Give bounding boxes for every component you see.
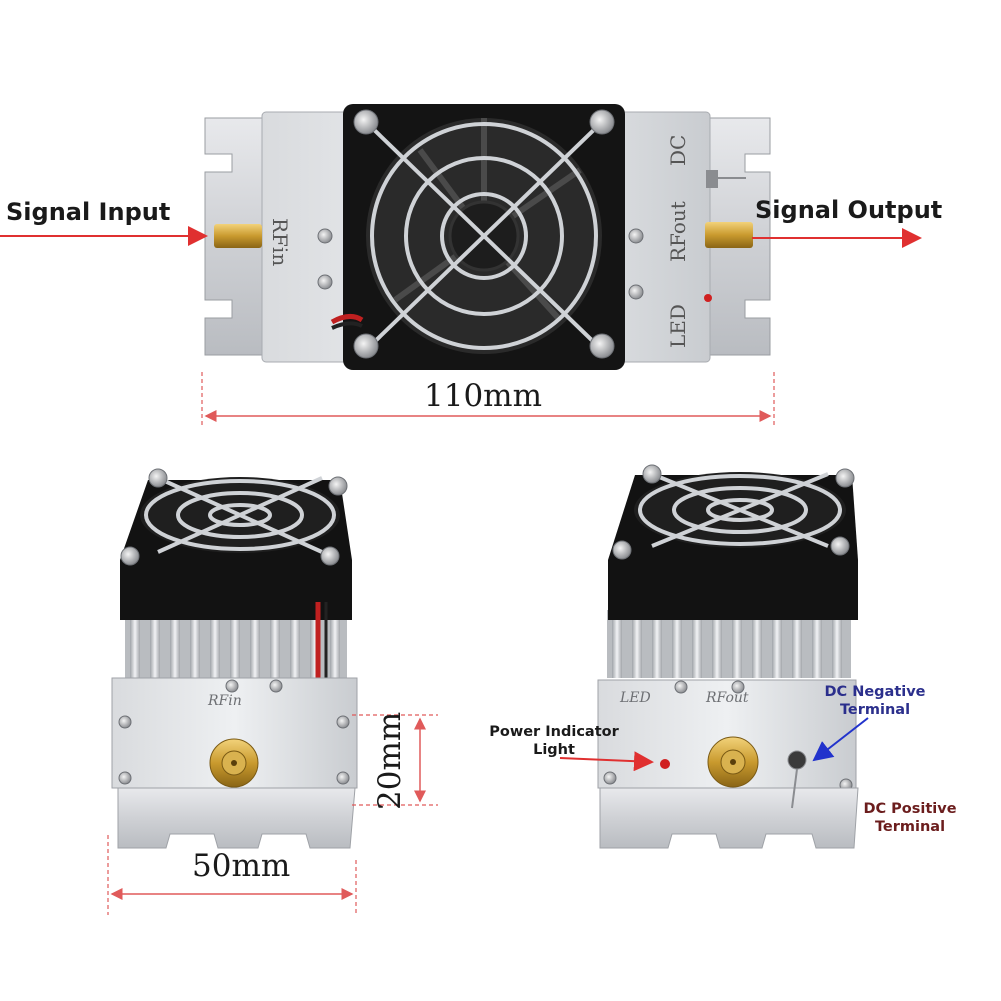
dc-negative-label-line1: DC Negative <box>824 684 926 700</box>
dc-engraving: DC <box>666 134 690 166</box>
front-rfin-engraving: RFin <box>208 693 242 709</box>
height-dimension-label: 20mm <box>372 711 408 810</box>
dc-positive-label: DC Positive Terminal <box>848 800 972 836</box>
length-dimension-label: 110mm <box>424 378 542 414</box>
width-dimension-label: 50mm <box>192 848 291 884</box>
power-indicator-label-line2: Light <box>533 742 575 758</box>
rfin-engraving: RFin <box>268 218 292 267</box>
dc-negative-label: DC Negative Terminal <box>810 683 940 719</box>
back-led-engraving: LED <box>620 690 651 706</box>
top-view-module <box>204 104 771 370</box>
sma-output-connector <box>705 222 753 248</box>
front-view-module <box>111 468 358 849</box>
signal-input-label: Signal Input <box>6 198 171 226</box>
dc-positive-label-line1: DC Positive <box>863 801 957 817</box>
dc-negative-label-line2: Terminal <box>839 702 911 718</box>
power-indicator-label: Power Indicator Light <box>480 723 628 759</box>
led-engraving: LED <box>666 304 690 348</box>
dc-negative-arrow <box>812 717 869 762</box>
led-indicator <box>704 294 712 302</box>
power-indicator-label-line1: Power Indicator <box>489 724 619 740</box>
back-view-module <box>597 464 859 849</box>
rfout-engraving: RFout <box>666 201 690 262</box>
sma-input-connector <box>214 224 262 248</box>
dc-positive-label-line2: Terminal <box>874 819 946 835</box>
power-indicator-arrow <box>559 751 654 772</box>
signal-output-label: Signal Output <box>755 196 943 224</box>
back-rfout-engraving: RFout <box>706 690 749 706</box>
